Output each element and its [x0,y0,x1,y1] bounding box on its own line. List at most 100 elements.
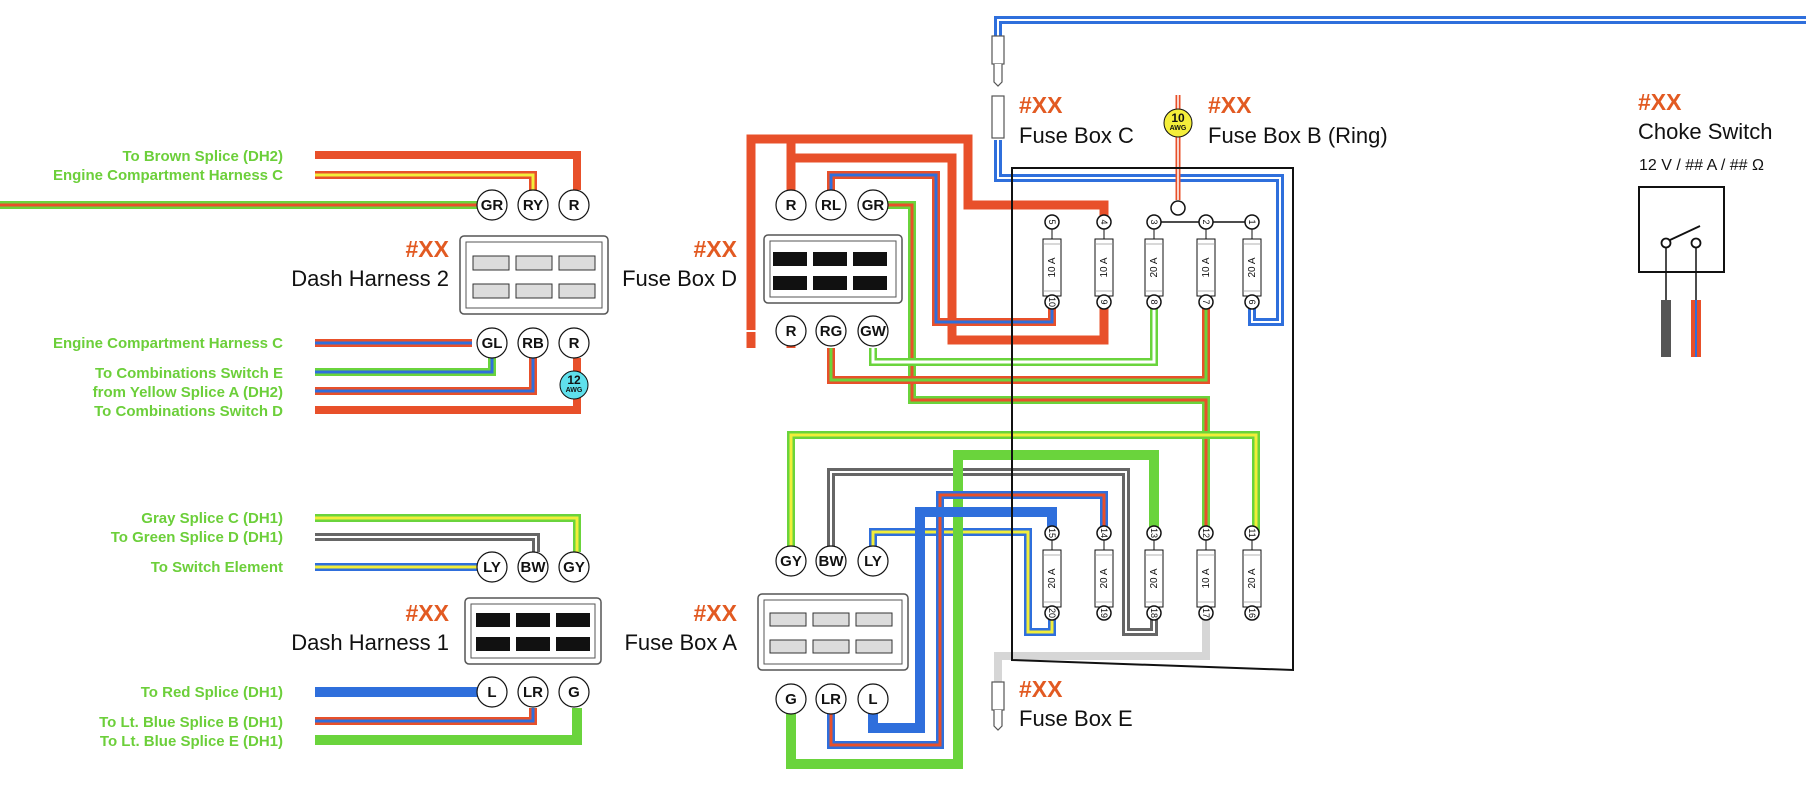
choke-lead-gray [1661,300,1671,357]
svg-text:AWG: AWG [566,387,583,394]
fuse-box-e-holder[interactable] [991,681,1005,731]
fuse-terminal-upper: 5 [1047,219,1057,224]
fuse[interactable]: 15 20 A 20 [1042,525,1062,621]
pin-label: RB [522,335,544,352]
fuse-box-a-title: Fuse Box A [624,630,737,655]
dh1-bottom-wires [315,687,582,745]
fuse-box-e-code: #XX [1019,676,1063,702]
fuse-rating: 20 A [1149,257,1160,277]
pin-label: LY [483,559,501,576]
pin-label: GY [780,553,802,570]
pin-label: G [568,684,580,701]
fuse-box-d-title: Fuse Box D [622,266,737,291]
dh2-bottom-pin[interactable]: R [558,327,590,359]
fuse-panel: 5 10 A 10 410 A9 320 A8 210 A7 120 A6 15 20 A 20… [1011,167,1294,672]
pin-label: R [786,323,797,340]
pin-label: RG [820,323,843,340]
fuse-terminal-lower: 18 [1149,608,1159,618]
wire-label-green-splice-d: To Green Splice D (DH1) [111,529,283,546]
pin-label: BW [521,559,547,576]
fuse-terminal-upper: 15 [1047,528,1057,538]
fbd-top-pin[interactable]: R [775,189,807,221]
dash-harness-1-title: Dash Harness 1 [291,630,449,655]
fuse-box-a-connector[interactable] [757,593,909,671]
dash-harness-2-title: Dash Harness 2 [291,266,449,291]
fbd-bottom-pin[interactable]: R [775,315,807,347]
dash-harness-2-code: #XX [406,236,450,262]
fuse-box-b-title: Fuse Box B (Ring) [1208,123,1388,148]
choke-switch-code: #XX [1638,89,1682,115]
dh2-bottom-wires [315,339,581,414]
fbd-top-pin[interactable]: GR [857,189,889,221]
awg-badge-10: 10 AWG [1163,108,1193,138]
dh2-bottom-pin[interactable]: GL [476,327,508,359]
choke-switch-symbol[interactable] [1638,186,1725,357]
fuse-rating: 20 A [1247,257,1258,277]
fuse-box-c-feed-wire [994,16,1806,326]
fba-top-pin[interactable]: BW [815,545,847,577]
fuse-box-c-holder[interactable] [991,35,1005,139]
dash-harness-1-connector[interactable] [464,597,602,665]
fuse-rating: 20 A [1247,568,1258,588]
fuse[interactable]: 11 20 A 16 [1242,525,1262,621]
svg-text:AWG: AWG [1170,125,1187,132]
dh1-top-pin[interactable]: LY [476,551,508,583]
fuse-rating: 10 A [1047,257,1058,277]
fba-top-pin[interactable]: LY [857,545,889,577]
choke-switch-spec: 12 V / ## A / ## Ω [1639,157,1764,174]
fuse[interactable]: 210 A7 [1196,214,1216,310]
fba-bottom-pin[interactable]: L [857,683,889,715]
fuse[interactable]: 410 A9 [1094,214,1114,310]
pin-label: R [786,197,797,214]
fuse-terminal-upper: 2 [1201,219,1211,224]
fuse-rating: 20 A [1047,568,1058,588]
fba-top-pin[interactable]: GY [775,545,807,577]
fuse-box-c-code: #XX [1019,92,1063,118]
fuse-box-e-title: Fuse Box E [1019,706,1133,731]
fba-bottom-pin[interactable]: LR [815,683,847,715]
wire-label-lt-blue-splice-e: To Lt. Blue Splice E (DH1) [100,733,283,750]
dh1-bottom-pin[interactable]: G [558,676,590,708]
fbd-bottom-pin[interactable]: GW [857,315,889,347]
fuse[interactable]: 320 A8 [1144,214,1164,310]
dh2-top-pin[interactable]: RY [517,189,549,221]
dash-harness-2-connector[interactable] [459,235,609,315]
fuse-terminal-upper: 4 [1099,219,1109,224]
fuse-terminal-lower: 20 [1047,608,1057,618]
fuse-terminal-upper: 11 [1247,528,1257,537]
fuse[interactable]: 5 10 A 10 [1042,214,1062,310]
dh1-top-pin[interactable]: GY [558,551,590,583]
wire-label-engine-harness-c-top: Engine Compartment Harness C [53,167,283,184]
fuse[interactable]: 120 A6 [1242,214,1262,310]
fuse-rating: 20 A [1149,568,1160,588]
dh2-bottom-pin[interactable]: RB [517,327,549,359]
fuse-terminal-lower: 17 [1201,608,1211,618]
pin-label: GY [563,559,585,576]
dh1-top-wires [315,514,581,571]
dh1-bottom-pin[interactable]: L [476,676,508,708]
fuse-box-e-wire [994,612,1210,690]
pin-label: R [569,335,580,352]
pin-label: BW [819,553,845,570]
awg-badge-12: 12 AWG [559,370,589,400]
fuse-terminal-lower: 16 [1247,608,1257,618]
dh1-bottom-pin[interactable]: LR [517,676,549,708]
fba-bottom-pin[interactable]: G [775,683,807,715]
fbd-top-pin[interactable]: RL [815,189,847,221]
fuse-terminal-lower: 10 [1047,297,1057,307]
svg-text:12: 12 [567,373,581,387]
pin-label: LR [821,691,841,708]
fuse-box-b-code: #XX [1208,92,1252,118]
fuse-rating: 10 A [1201,568,1212,588]
dh2-top-pin[interactable]: GR [476,189,508,221]
pin-label: G [785,691,797,708]
fbd-bottom-pin[interactable]: RG [815,315,847,347]
fuse-rating: 20 A [1099,568,1110,588]
dh2-top-pin[interactable]: R [558,189,590,221]
dh1-top-pin[interactable]: BW [517,551,549,583]
fuse-box-d-connector[interactable] [763,234,903,304]
